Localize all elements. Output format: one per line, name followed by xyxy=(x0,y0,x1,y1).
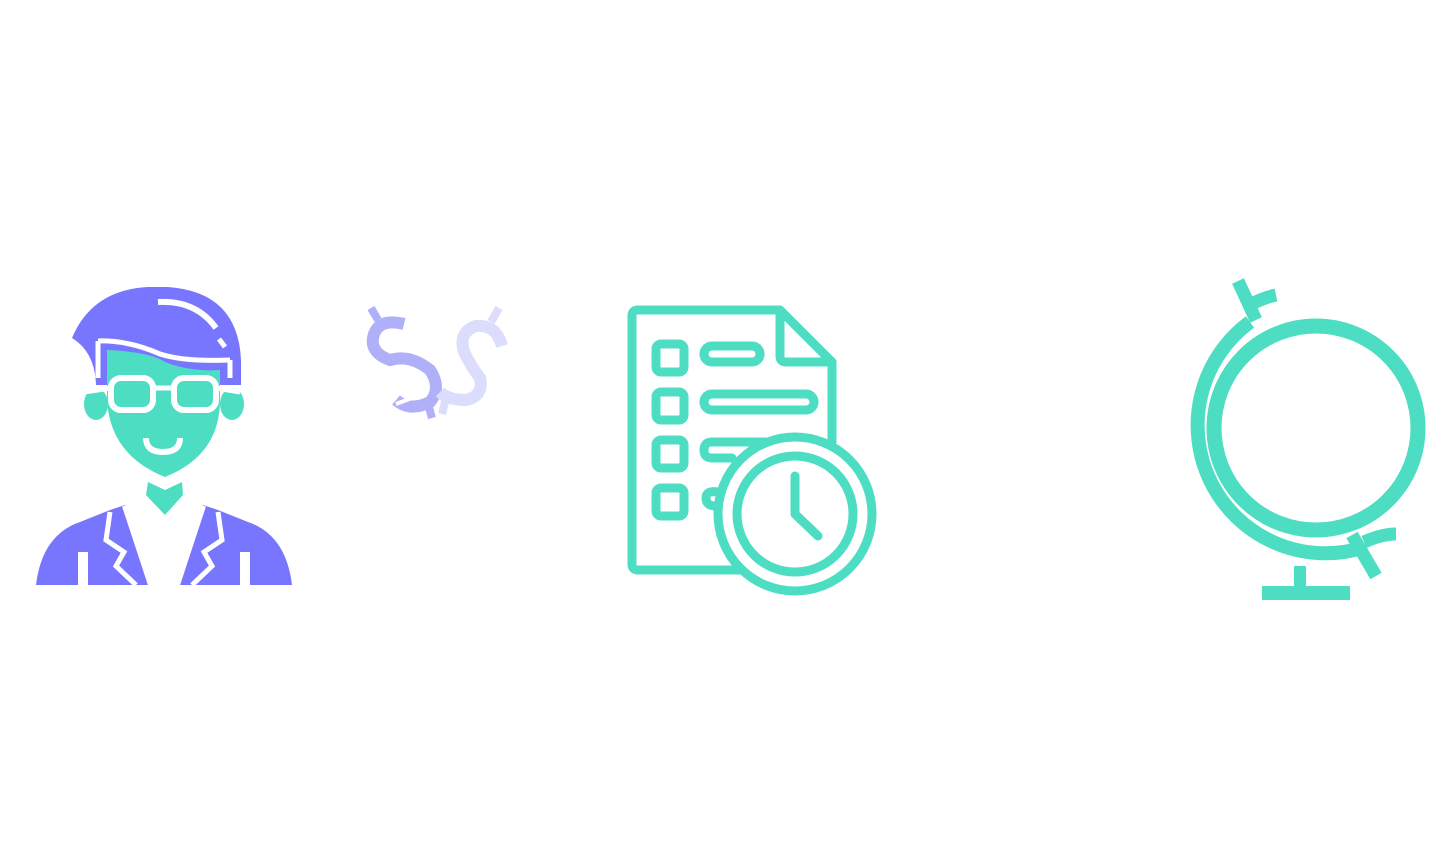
dollar-signs-icon xyxy=(366,305,508,420)
businessman-with-glasses-icon xyxy=(36,287,292,587)
globe-icon xyxy=(1190,278,1426,600)
document-with-clock-icon xyxy=(627,305,877,596)
